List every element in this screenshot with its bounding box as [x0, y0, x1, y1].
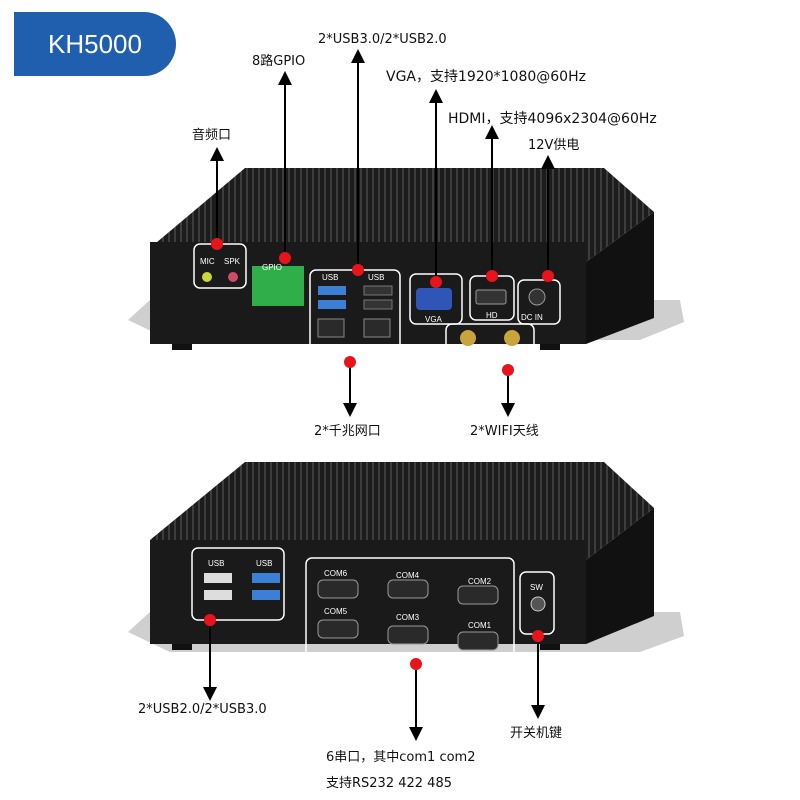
mic-text: MIC [200, 257, 215, 266]
usb-text-1: USB [322, 273, 338, 282]
spk-jack-icon [228, 272, 238, 282]
usb2-port-icon [363, 299, 393, 310]
front-device: MIC SPK GPIO USB USB VGA HD DC IN LAN LA… [128, 168, 684, 369]
com6-text: COM6 [324, 569, 348, 578]
dc-outline [517, 279, 561, 325]
power-switch-icon [530, 596, 546, 612]
com-label-line1: 6串口，其中com1 com2 [326, 750, 476, 765]
usb-top-label: 2*USB3.0/2*USB2.0 [318, 32, 447, 47]
rear-usb-marker [204, 614, 216, 626]
com1-text: COM1 [468, 621, 492, 630]
com-outline [305, 557, 515, 663]
wifi-text-2: WIFI [502, 349, 519, 358]
gpio-label: 8路GPIO [252, 54, 306, 69]
power-marker [542, 270, 554, 282]
vga-port-icon [416, 288, 452, 310]
usb2-port-icon [363, 285, 393, 296]
wifi-text-1: WIFI [458, 347, 475, 356]
com5-text: COM5 [324, 607, 348, 616]
dc-jack-icon [528, 288, 546, 306]
dcin-text: DC IN [521, 313, 543, 322]
lan-text-2: LAN [368, 343, 384, 352]
lan-marker [344, 356, 356, 368]
hdmi-label: HDMI，支持4096x2304@60Hz [448, 111, 657, 127]
com4-port-icon [387, 579, 429, 599]
hd-text: HD [486, 311, 498, 320]
com2-port-icon [457, 585, 499, 605]
front-heatsink-fins [150, 168, 654, 262]
usb3-port-icon [252, 590, 280, 600]
usb-marker [352, 264, 364, 276]
front-side [586, 212, 654, 344]
wifi-antenna-icon [460, 330, 476, 346]
lan-label: 2*千兆网口 [314, 424, 381, 439]
audio-marker [211, 238, 223, 250]
usb3-port-icon [318, 300, 346, 309]
power-label: 12V供电 [528, 138, 580, 153]
com2-text: COM2 [468, 577, 492, 586]
com1-port-icon [457, 631, 499, 651]
hdmi-marker [486, 270, 498, 282]
rear-heatsink-fins [150, 462, 654, 560]
rear-side [586, 508, 654, 644]
usb3-port-icon [318, 286, 346, 295]
rear-usb-text-2: USB [256, 559, 272, 568]
mic-jack-icon [202, 272, 212, 282]
rear-usb-outline [191, 547, 285, 621]
com4-text: COM4 [396, 571, 420, 580]
switch-marker [532, 630, 544, 642]
com-marker [410, 658, 422, 670]
usb3-port-icon [252, 573, 280, 583]
vga-text: VGA [425, 315, 443, 324]
rear-device: USB USB COM6 COM4 COM2 COM5 COM3 COM1 SW [128, 462, 684, 663]
com5-port-icon [317, 619, 359, 639]
usb-bottom-label: 2*USB2.0/2*USB3.0 [138, 702, 267, 717]
gpio-marker [279, 252, 291, 264]
lan-port-icon [317, 318, 345, 338]
com-label-line2: 支持RS232 422 485 [326, 776, 452, 791]
product-title: KH5000 [48, 28, 142, 59]
com3-text: COM3 [396, 613, 420, 622]
product-title-badge: KH5000 [14, 12, 176, 76]
wifi-label: 2*WIFI天线 [470, 424, 539, 439]
hdmi-port-icon [475, 289, 507, 305]
rear-usb-text-1: USB [208, 559, 224, 568]
wifi-antenna-icon [504, 330, 520, 346]
wifi-marker [502, 364, 514, 376]
spk-text: SPK [224, 257, 241, 266]
com3-port-icon [387, 625, 429, 645]
rear-foot-right [540, 644, 560, 650]
rear-foot-left [172, 644, 192, 650]
usb-text-2: USB [368, 273, 384, 282]
wifi-outline [445, 323, 535, 369]
lan-port-icon [363, 318, 391, 338]
usb2-port-icon [204, 573, 232, 583]
usb2-port-icon [204, 590, 232, 600]
vga-marker [430, 276, 442, 288]
switch-label: 开关机键 [510, 726, 563, 741]
front-foot-right [540, 344, 560, 350]
gpio-text: GPIO [262, 263, 282, 272]
com6-port-icon [317, 579, 359, 599]
sw-text: SW [530, 583, 543, 592]
vga-label: VGA，支持1920*1080@60Hz [386, 69, 586, 85]
gpio-terminal-icon [252, 266, 304, 306]
front-foot-left [172, 344, 192, 350]
lan-text-1: LAN [322, 343, 338, 352]
audio-label: 音频口 [192, 128, 232, 143]
